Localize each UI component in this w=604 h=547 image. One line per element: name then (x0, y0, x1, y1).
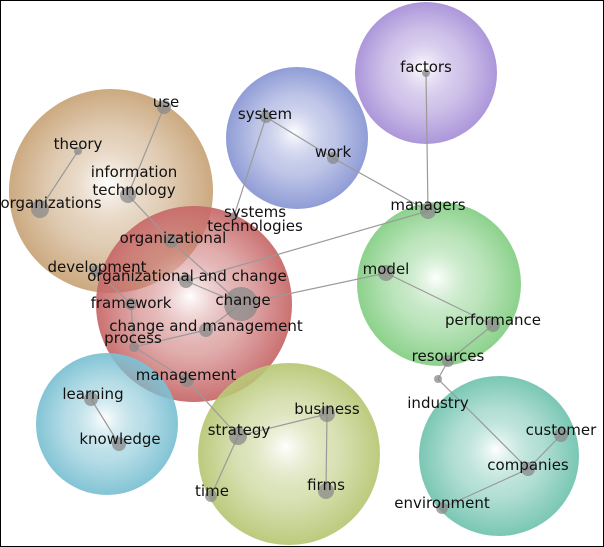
label-resources: resources (412, 347, 485, 365)
link-model-performance (385, 272, 494, 326)
node-model[interactable] (378, 265, 394, 281)
label-performance: performance (445, 311, 541, 329)
label-development: development (48, 258, 147, 276)
label-change: change (215, 291, 270, 309)
node-framework[interactable] (125, 298, 137, 310)
node-use[interactable] (157, 100, 171, 114)
label-environment: environment (394, 494, 490, 512)
label-knowledge: knowledge (79, 430, 160, 448)
label-firms: firms (307, 476, 345, 494)
node-managers[interactable] (420, 203, 436, 219)
link-companies-customer (527, 434, 562, 470)
node-system[interactable] (260, 111, 272, 123)
link-system-work (265, 116, 334, 159)
label-customer: customer (526, 421, 597, 439)
node-knowledge[interactable] (112, 437, 126, 451)
node-process[interactable] (129, 342, 139, 352)
node-strategy[interactable] (229, 427, 247, 445)
link-change-and-management-process (133, 329, 207, 348)
label-time: time (195, 482, 229, 500)
link-process-management (133, 346, 188, 381)
node-work[interactable] (327, 152, 339, 164)
cluster-bubble-teal (419, 376, 579, 536)
label-work: work (315, 143, 352, 161)
node-industry[interactable] (434, 375, 442, 383)
label-companies: companies (487, 456, 569, 474)
link-framework-process (130, 303, 135, 348)
label-industry: industry (407, 394, 469, 412)
cluster-bubble-blue (226, 67, 368, 209)
label-model: model (363, 260, 410, 278)
node-organizational[interactable] (164, 234, 178, 248)
link-companies-environment (441, 468, 529, 509)
link-factors-managers (425, 72, 429, 212)
cluster-bubble-green (357, 202, 521, 366)
link-information-technology-organizational (127, 194, 172, 242)
link-strategy-business (237, 413, 328, 437)
node-environment[interactable] (436, 502, 448, 514)
label-managers: managers (390, 196, 465, 214)
node-business[interactable] (319, 406, 335, 422)
label-theory: theory (54, 135, 103, 153)
link-use-information-technology (127, 106, 165, 196)
link-change-model (240, 272, 387, 305)
node-layer (31, 69, 568, 514)
label-strategy: strategy (208, 421, 271, 439)
node-management[interactable] (180, 373, 194, 387)
node-organizations[interactable] (31, 200, 49, 218)
node-resources[interactable] (442, 355, 454, 367)
label-framework: framework (91, 294, 172, 312)
link-strategy-time (210, 435, 239, 497)
link-managers-organizational-and-change (185, 210, 429, 282)
node-factors[interactable] (422, 69, 430, 77)
node-change[interactable] (224, 287, 258, 321)
edge-layer (39, 72, 562, 509)
node-information-technology[interactable] (120, 187, 136, 203)
link-learning-knowledge (90, 398, 120, 445)
node-systems-technologies[interactable] (230, 212, 238, 220)
label-system: system (238, 105, 292, 123)
label-business: business (294, 400, 360, 418)
node-learning[interactable] (84, 392, 98, 406)
link-work-managers (332, 157, 429, 212)
label-factors: factors (400, 58, 452, 76)
cluster-bubble-red (96, 206, 292, 402)
link-industry-companies (437, 378, 529, 470)
link-theory-organizations (39, 150, 79, 210)
label-management: management (136, 366, 237, 384)
label-process: process (104, 329, 162, 347)
link-development-framework (95, 270, 132, 305)
label-organizations: organizations (1, 194, 102, 212)
node-firms[interactable] (318, 483, 334, 499)
node-change-and-management[interactable] (199, 323, 213, 337)
label-organizational-and-change: organizational and change (87, 267, 287, 285)
label-learning: learning (62, 385, 123, 403)
link-management-strategy (186, 379, 239, 437)
node-companies[interactable] (521, 462, 535, 476)
node-customer[interactable] (554, 428, 568, 442)
node-time[interactable] (205, 490, 217, 502)
label-organizational: organizational (120, 229, 227, 247)
link-performance-resources (447, 324, 494, 362)
node-performance[interactable] (486, 318, 500, 332)
cluster-bubble-olive (198, 363, 380, 545)
node-development[interactable] (90, 265, 102, 277)
link-business-firms (325, 413, 328, 492)
label-use: use (153, 93, 180, 111)
node-theory[interactable] (74, 147, 82, 155)
node-organizational-and-change[interactable] (179, 274, 193, 288)
link-system-systems-technologies (233, 116, 267, 217)
label-change-and-management: change and management (109, 317, 303, 335)
